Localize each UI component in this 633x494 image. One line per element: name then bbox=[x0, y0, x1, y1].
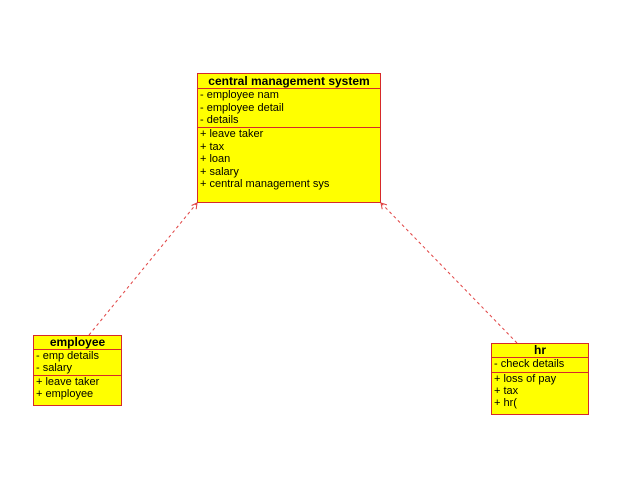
class-employee[interactable]: employee - emp details - salary + leave … bbox=[33, 335, 122, 406]
operation: + leave taker bbox=[200, 128, 264, 140]
attribute: - check details bbox=[494, 358, 565, 370]
arrowhead-employee-to-cms bbox=[191, 202, 198, 210]
class-central-management-system[interactable]: central management system - employee nam… bbox=[197, 73, 381, 203]
class-name: hr bbox=[492, 344, 588, 358]
dependency-hr-to-cms bbox=[380, 202, 518, 344]
attributes-compartment: - check details bbox=[492, 358, 588, 373]
operation: + employee bbox=[36, 388, 94, 400]
attribute: - employee detail bbox=[200, 101, 284, 114]
class-name: central management system bbox=[198, 74, 380, 89]
operations-compartment: + leave taker + tax + loan + salary + ce… bbox=[198, 128, 380, 191]
operation: + loan bbox=[200, 153, 231, 165]
operation: + central management sys bbox=[200, 178, 330, 190]
attribute: - employee nam bbox=[200, 89, 279, 101]
class-name: employee bbox=[34, 336, 121, 350]
attributes-compartment: - emp details - salary bbox=[34, 350, 121, 376]
operations-compartment: + leave taker + employee bbox=[34, 376, 121, 400]
operation: + tax bbox=[200, 140, 225, 153]
attribute: - salary bbox=[36, 362, 73, 374]
attribute: - emp details bbox=[36, 350, 99, 362]
operation: + salary bbox=[200, 165, 239, 178]
operations-compartment: + loss of pay + tax + hr( bbox=[492, 373, 588, 409]
operation: + loss of pay bbox=[494, 373, 557, 385]
operation: + tax bbox=[494, 385, 519, 397]
operation: + hr( bbox=[494, 397, 517, 409]
arrowhead-hr-to-cms bbox=[380, 202, 388, 210]
dependency-employee-to-cms bbox=[88, 202, 198, 336]
class-hr[interactable]: hr - check details + loss of pay + tax +… bbox=[491, 343, 589, 415]
attribute: - details bbox=[200, 114, 239, 126]
attributes-compartment: - employee nam - employee detail - detai… bbox=[198, 89, 380, 128]
operation: + leave taker bbox=[36, 376, 100, 388]
